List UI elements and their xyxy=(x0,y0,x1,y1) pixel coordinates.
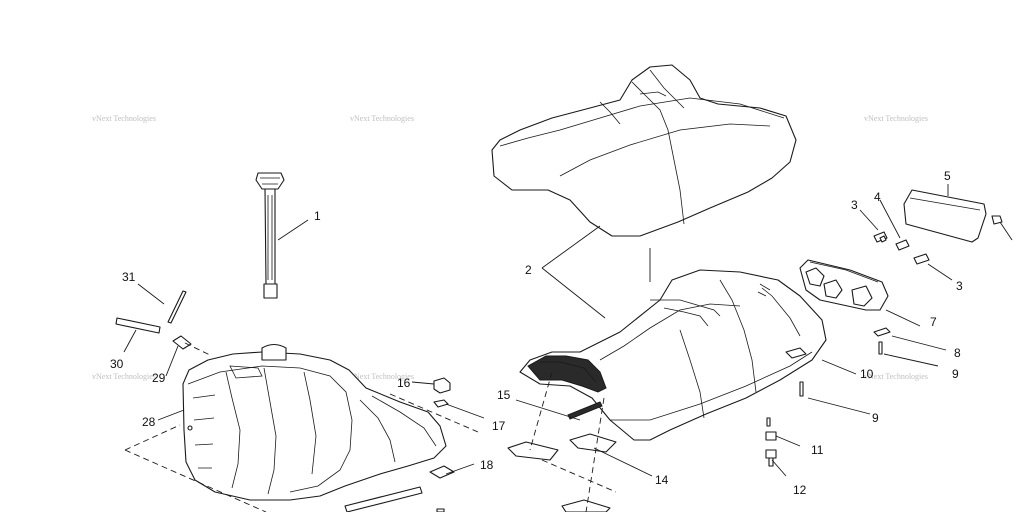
callout-17: 17 xyxy=(492,419,506,433)
tank-fastener-part xyxy=(344,377,455,512)
watermark: vNext Technologies xyxy=(92,372,156,381)
callout-labels: 1 2 3 3 4 5 7 8 9 9 10 11 12 14 15 16 17… xyxy=(110,169,963,497)
callout-3a: 3 xyxy=(851,198,858,212)
tail-light-housing-part xyxy=(799,259,889,311)
callout-12: 12 xyxy=(793,483,807,497)
watermark: vNext Technologies xyxy=(350,114,414,123)
seat-latch-part xyxy=(507,371,617,512)
callout-3b: 3 xyxy=(956,279,963,293)
callout-16: 16 xyxy=(397,376,411,390)
callout-10: 10 xyxy=(860,367,874,381)
callout-29: 29 xyxy=(152,371,166,385)
vent-fitting-part xyxy=(115,290,213,357)
callout-28: 28 xyxy=(142,415,156,429)
callout-30: 30 xyxy=(110,357,124,371)
callout-9a: 9 xyxy=(952,367,959,381)
fuel-sender-part xyxy=(255,172,285,299)
watermark: vNext Technologies xyxy=(92,114,156,123)
callout-9b: 9 xyxy=(872,411,879,425)
seat-cushion-part xyxy=(491,64,797,237)
callout-8: 8 xyxy=(954,346,961,360)
bulb-socket-part xyxy=(873,215,1003,265)
callout-5: 5 xyxy=(944,169,951,183)
watermark: vNext Technologies xyxy=(350,372,414,381)
leader-lines xyxy=(123,184,1013,477)
callout-11: 11 xyxy=(811,443,824,457)
callout-2: 2 xyxy=(525,263,532,277)
tail-light-lens-part xyxy=(903,189,987,243)
callout-7: 7 xyxy=(930,315,937,329)
callout-18: 18 xyxy=(480,458,494,472)
seat-base-part xyxy=(519,269,827,441)
callout-31: 31 xyxy=(122,270,136,284)
callout-1: 1 xyxy=(314,209,321,223)
callout-4: 4 xyxy=(874,190,881,204)
callout-14: 14 xyxy=(655,473,669,487)
watermark: vNext Technologies xyxy=(864,372,928,381)
watermark: vNext Technologies xyxy=(864,114,928,123)
fastener-part xyxy=(765,327,891,467)
fuel-tank-part xyxy=(182,343,447,501)
callout-15: 15 xyxy=(497,388,511,402)
tank-mounting-outline xyxy=(124,393,479,512)
